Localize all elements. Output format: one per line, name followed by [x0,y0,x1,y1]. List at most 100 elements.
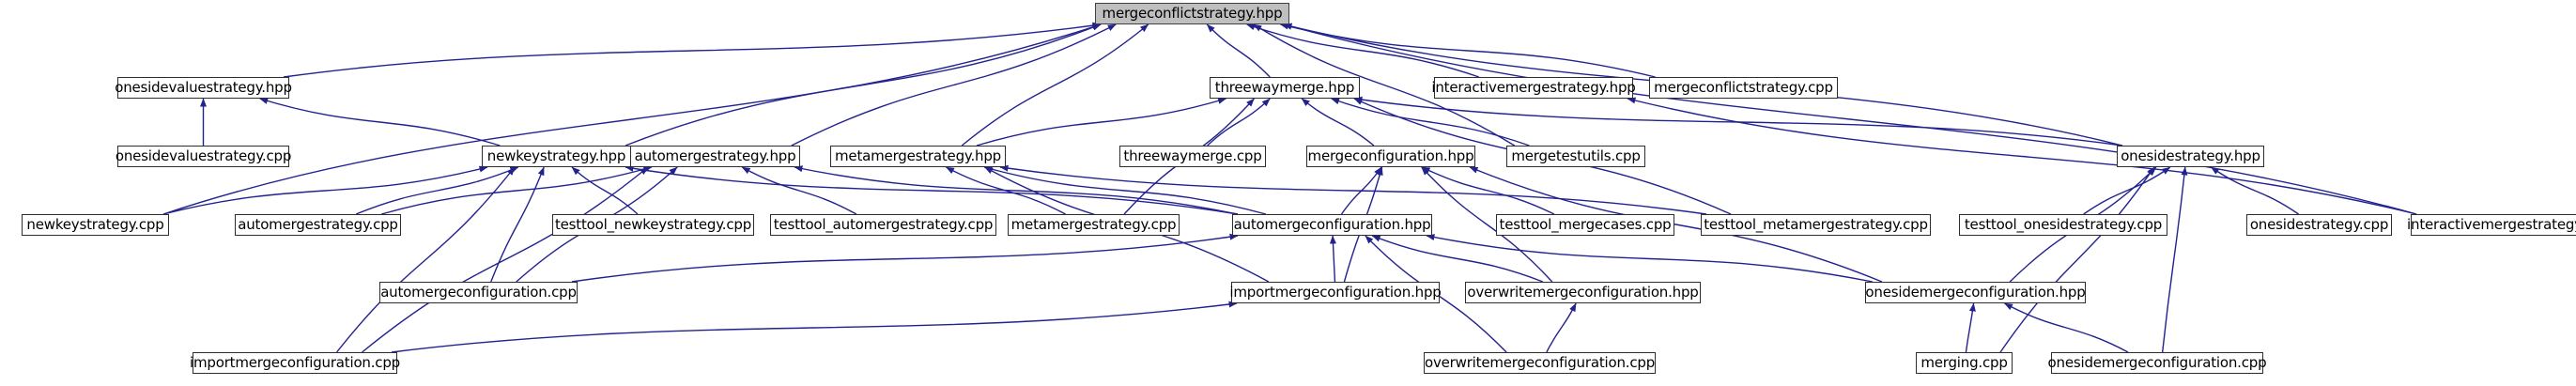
graph-edge [999,164,1707,215]
graph-edge [490,166,545,283]
graph-node-label: testtool_newkeystrategy.cpp [554,216,752,233]
graph-edge [1999,166,2155,353]
graph-node-label: interactivemergestrategy.hpp [1431,79,1636,96]
graph-edge [2211,166,2299,215]
graph-edge [1301,98,1375,147]
graph-node-automergeconfiguration-hpp[interactable]: automergeconfiguration.hpp [1232,214,1432,236]
graph-node-label: mergetestutils.cpp [1511,147,1641,164]
graph-edge [355,166,519,215]
graph-node-label: importmergeconfiguration.hpp [1229,284,1442,301]
graph-node-testtool-automergestrategy-cpp[interactable]: testtool_automergestrategy.cpp [770,214,996,236]
graph-node-label: automergeconfiguration.hpp [1233,216,1431,233]
graph-edge [1253,23,1516,147]
graph-node-label: importmergeconfiguration.cpp [190,354,400,371]
graph-node-onesidestrategy-hpp[interactable]: onesidestrategy.hpp [2117,146,2264,167]
graph-node-importmergeconfiguration-cpp[interactable]: importmergeconfiguration.cpp [190,352,400,374]
graph-edge [1469,166,1883,283]
graph-node-testtool-metamergestrategy-cpp[interactable]: testtool_metamergestrategy.cpp [1701,214,1931,236]
graph-node-label: onesidevaluestrategy.hpp [115,79,292,96]
graph-node-testtool-newkeystrategy-cpp[interactable]: testtool_newkeystrategy.cpp [552,214,754,236]
graph-node-threewaymerge-hpp[interactable]: threewaymerge.hpp [1210,77,1360,99]
graph-edge [791,23,1117,147]
graph-node-onesidevaluestrategy-hpp[interactable]: onesidevaluestrategy.hpp [115,77,292,99]
graph-node-onesidestrategy-cpp[interactable]: onesidestrategy.cpp [2246,214,2392,236]
graph-node-label: mergeconflictstrategy.cpp [1654,79,1833,96]
graph-edge [1627,97,2417,215]
graph-node-label: onesidemergeconfiguration.cpp [2047,354,2267,371]
graph-edge [2004,302,2129,353]
graph-node-label: threewaymerge.cpp [1123,147,1262,164]
graph-edge [362,166,649,353]
graph-node-threewaymerge-cpp[interactable]: threewaymerge.cpp [1119,146,1266,167]
graph-node-label: newkeystrategy.hpp [486,147,626,164]
graph-node-overwritemergeconfiguration-cpp[interactable]: overwritemergeconfiguration.cpp [1424,352,1656,374]
graph-node-label: onesidestrategy.cpp [2249,216,2389,233]
graph-edge [976,98,1226,147]
graph-node-mergeconfiguration-hpp[interactable]: mergeconfiguration.hpp [1306,146,1475,167]
graph-edge [1421,166,1553,283]
graph-node-label: mergeconfiguration.hpp [1307,147,1474,164]
graph-node-automergestrategy-cpp[interactable]: automergestrategy.cpp [235,214,401,236]
graph-edge [1965,302,1976,353]
graph-edge [961,23,1149,147]
graph-node-newkeystrategy-hpp[interactable]: newkeystrategy.hpp [482,146,631,167]
graph-edge [336,166,516,353]
graph-node-mergeconflictstrategy-cpp[interactable]: mergeconflictstrategy.cpp [1649,77,1838,99]
graph-edge [625,164,1239,215]
graph-node-merging-cpp[interactable]: merging.cpp [1916,352,2013,374]
graph-node-label: testtool_metamergestrategy.cpp [1704,216,1928,233]
graph-node-label: testtool_automergestrategy.cpp [773,216,994,233]
graph-edge [162,23,1102,215]
graph-node-automergeconfiguration-cpp[interactable]: automergeconfiguration.cpp [379,282,578,303]
graph-edge [1329,235,1336,283]
graph-edge [1371,235,1544,283]
graph-node-interactivemergestrategy-hpp[interactable]: interactivemergestrategy.hpp [1431,77,1636,99]
graph-node-label: onesidestrategy.hpp [2121,147,2260,164]
graph-node-mergetestutils-cpp[interactable]: mergetestutils.cpp [1506,146,1645,167]
graph-node-label: mergeconflictstrategy.hpp [1102,5,1283,22]
graph-edge [259,98,501,147]
graph-edge [1206,23,1271,78]
graph-node-label: testtool_mergecases.cpp [1499,216,1672,233]
graph-node-metamergestrategy-hpp[interactable]: metamergestrategy.hpp [830,146,1006,167]
graph-node-newkeystrategy-cpp[interactable]: newkeystrategy.cpp [22,214,169,236]
graph-node-label: newkeystrategy.cpp [26,216,164,233]
graph-edge [1283,23,2417,215]
graph-edge [283,22,1102,78]
graph-node-label: interactivemergestrategy.cpp [2407,216,2576,233]
graph-edge [2161,166,2188,353]
graph-edge [1421,166,1555,215]
graph-node-label: merging.cpp [1920,354,2008,371]
graph-node-label: threewaymerge.hpp [1214,79,1355,96]
graph-edge [1246,23,1480,78]
graph-edge [1546,302,1577,353]
graph-node-label: metamergestrategy.cpp [1010,216,1177,233]
graph-node-mergeconflictstrategy-hpp[interactable]: mergeconflictstrategy.hpp [1095,3,1289,24]
graph-node-importmergeconfiguration-hpp[interactable]: importmergeconfiguration.hpp [1229,282,1442,303]
graph-node-label: onesidemergeconfiguration.hpp [1865,284,2086,301]
graph-node-overwritemergeconfiguration-hpp[interactable]: overwritemergeconfiguration.hpp [1465,282,1701,303]
graph-node-label: overwritemergeconfiguration.cpp [1425,354,1656,371]
graph-edge [571,233,1239,283]
graph-node-onesidevaluestrategy-cpp[interactable]: onesidevaluestrategy.cpp [116,146,291,167]
graph-node-interactivemergestrategy-cpp[interactable]: interactivemergestrategy.cpp [2407,214,2576,236]
graph-edge [1279,23,1656,78]
graph-node-onesidemergeconfiguration-cpp[interactable]: onesidemergeconfiguration.cpp [2048,352,2267,374]
graph-node-testtool-mergecases-cpp[interactable]: testtool_mergecases.cpp [1496,214,1674,236]
graph-edge [571,166,639,215]
graph-node-label: automergestrategy.hpp [634,147,796,164]
graph-node-label: automergestrategy.cpp [238,216,398,233]
graph-node-label: metamergestrategy.hpp [835,147,1001,164]
graph-node-automergestrategy-hpp[interactable]: automergestrategy.hpp [630,146,800,167]
graph-node-onesidemergeconfiguration-hpp[interactable]: onesidemergeconfiguration.hpp [1865,282,2086,303]
graph-edge [794,165,1239,215]
graph-node-label: automergeconfiguration.cpp [380,284,577,301]
graph-edge [983,165,1267,215]
graph-edge [1331,98,1530,147]
graph-node-testtool-onesidestrategy-cpp[interactable]: testtool_onesidestrategy.cpp [1959,214,2167,236]
graph-edge [741,166,857,215]
graph-edge [945,166,1066,215]
graph-node-metamergestrategy-cpp[interactable]: metamergestrategy.cpp [1008,214,1180,236]
